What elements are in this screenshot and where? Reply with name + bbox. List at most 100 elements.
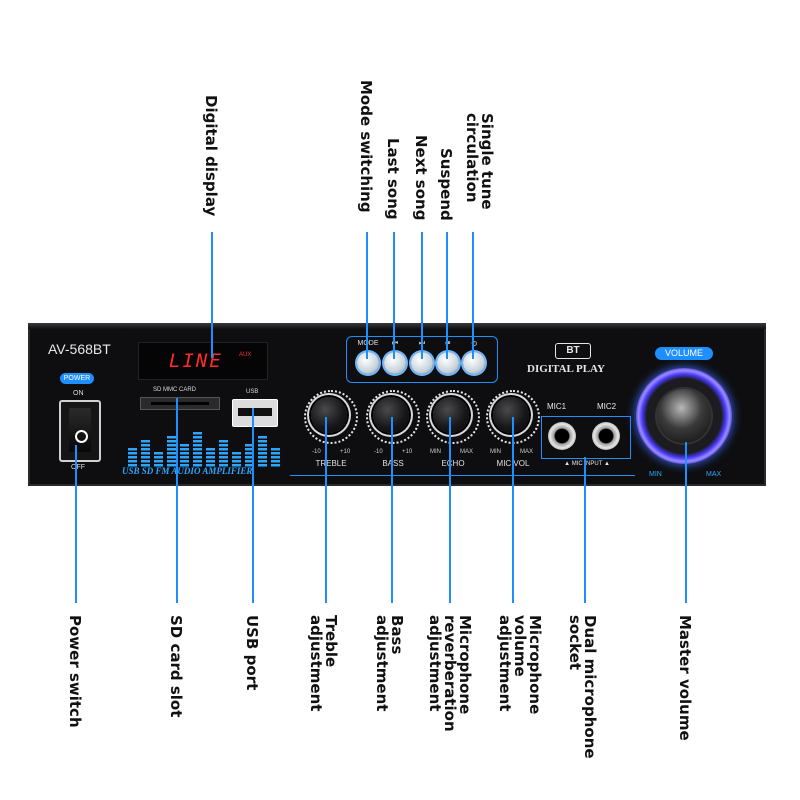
bass-min: -10: [374, 449, 383, 455]
eq-segment: [128, 460, 137, 463]
eq-segment: [232, 452, 241, 455]
leader-mode-switching: [366, 232, 368, 359]
eq-segment: [193, 436, 202, 439]
eq-segment: [219, 456, 228, 459]
eq-segment: [245, 444, 254, 447]
callout-single-tune: Single tune circulation: [463, 113, 496, 210]
usb-port[interactable]: [232, 399, 278, 427]
suspend-button[interactable]: [437, 352, 459, 374]
echo-knob[interactable]: [433, 397, 469, 433]
echo-min: MIN: [430, 449, 441, 455]
eq-segment: [258, 444, 267, 447]
eq-segment: [141, 444, 150, 447]
mic1-socket[interactable]: [548, 422, 576, 450]
echo-max: MAX: [460, 449, 474, 455]
treble-knob[interactable]: [311, 397, 347, 433]
model-name: AV-568BT: [48, 341, 111, 357]
leader-usb: [252, 408, 254, 603]
eq-segment: [154, 464, 163, 467]
eq-segment: [193, 440, 202, 443]
mic1-label: MIC1: [547, 402, 567, 411]
eq-segment: [141, 464, 150, 467]
eq-segment: [219, 464, 228, 467]
eq-segment: [206, 464, 215, 467]
single-tune-button[interactable]: [463, 352, 485, 374]
eq-segment: [154, 452, 163, 455]
bass-knob-ring: [366, 390, 420, 444]
leader-bass: [391, 417, 393, 603]
eq-segment: [180, 464, 189, 467]
bt-badge: BT: [555, 343, 591, 359]
eq-segment: [193, 464, 202, 467]
eq-segment: [271, 452, 280, 455]
mic-vol-knob[interactable]: [493, 397, 529, 433]
usb-label: USB: [246, 389, 259, 395]
leader-power-switch: [75, 445, 77, 603]
eq-segment: [258, 452, 267, 455]
eq-segment: [271, 460, 280, 463]
prev-button-label: ⏮: [391, 340, 399, 347]
eq-segment: [180, 448, 189, 451]
eq-segment: [206, 460, 215, 463]
treble-max: +10: [340, 449, 351, 455]
leader-digital-display: [211, 232, 213, 358]
power-switch[interactable]: [59, 400, 101, 462]
eq-segment: [167, 452, 176, 455]
callout-next-song: Next song: [412, 135, 430, 221]
callout-mic-reverb: Microphone reverberation adjustment: [426, 615, 474, 732]
eq-segment: [167, 448, 176, 451]
callout-mic-volume: Microphone volume adjustment: [496, 615, 544, 715]
eq-segment: [271, 448, 280, 451]
eq-segment: [193, 432, 202, 435]
eq-segment: [232, 456, 241, 459]
eq-segment: [167, 460, 176, 463]
next-song-button[interactable]: [411, 352, 433, 374]
eq-segment: [219, 452, 228, 455]
off-symbol-icon: [75, 430, 88, 443]
leader-single-tune: [472, 232, 474, 359]
volume-badge: VOLUME: [655, 347, 713, 360]
sd-card-slot[interactable]: [140, 397, 220, 410]
eq-segment: [219, 460, 228, 463]
power-badge: POWER: [60, 373, 94, 384]
eq-segment: [167, 456, 176, 459]
callout-usb-port: USB port: [243, 615, 261, 691]
callout-suspend: Suspend: [437, 148, 455, 221]
panel-top-edge: [28, 323, 766, 329]
mic-input-frame: [541, 416, 631, 459]
eq-segment: [219, 440, 228, 443]
eq-segment: [128, 456, 137, 459]
eq-segment: [180, 452, 189, 455]
eq-segment: [128, 448, 137, 451]
eq-segment: [193, 444, 202, 447]
leader-next-song: [421, 232, 423, 359]
eq-segment: [128, 452, 137, 455]
digital-display: LINE AUX: [138, 342, 268, 380]
eq-segment: [258, 436, 267, 439]
digital-play-text: DIGITAL PLAY: [527, 363, 605, 375]
callout-treble: Treble adjustment: [307, 615, 340, 712]
mic2-socket[interactable]: [592, 422, 620, 450]
eq-segment: [141, 460, 150, 463]
mode-button[interactable]: [357, 352, 379, 374]
eq-segment: [206, 456, 215, 459]
last-song-button[interactable]: [384, 352, 406, 374]
eq-segment: [193, 452, 202, 455]
sd-label: SD MMC CARD: [153, 387, 196, 393]
rocker: [69, 408, 91, 452]
leader-master-volume: [685, 442, 687, 603]
eq-segment: [258, 460, 267, 463]
callout-mode-switching: Mode switching: [357, 80, 375, 213]
eq-segment: [258, 464, 267, 467]
display-aux: AUX: [239, 352, 252, 358]
treble-knob-ring: [304, 390, 358, 444]
eq-segment: [154, 456, 163, 459]
eq-segment: [258, 448, 267, 451]
eq-segment: [180, 444, 189, 447]
eq-segment: [258, 440, 267, 443]
bass-max: +10: [402, 449, 413, 455]
master-volume-knob[interactable]: [657, 389, 711, 443]
callout-dual-mic: Dual microphone socket: [566, 615, 599, 759]
eq-segment: [245, 448, 254, 451]
display-text: LINE: [169, 350, 223, 372]
